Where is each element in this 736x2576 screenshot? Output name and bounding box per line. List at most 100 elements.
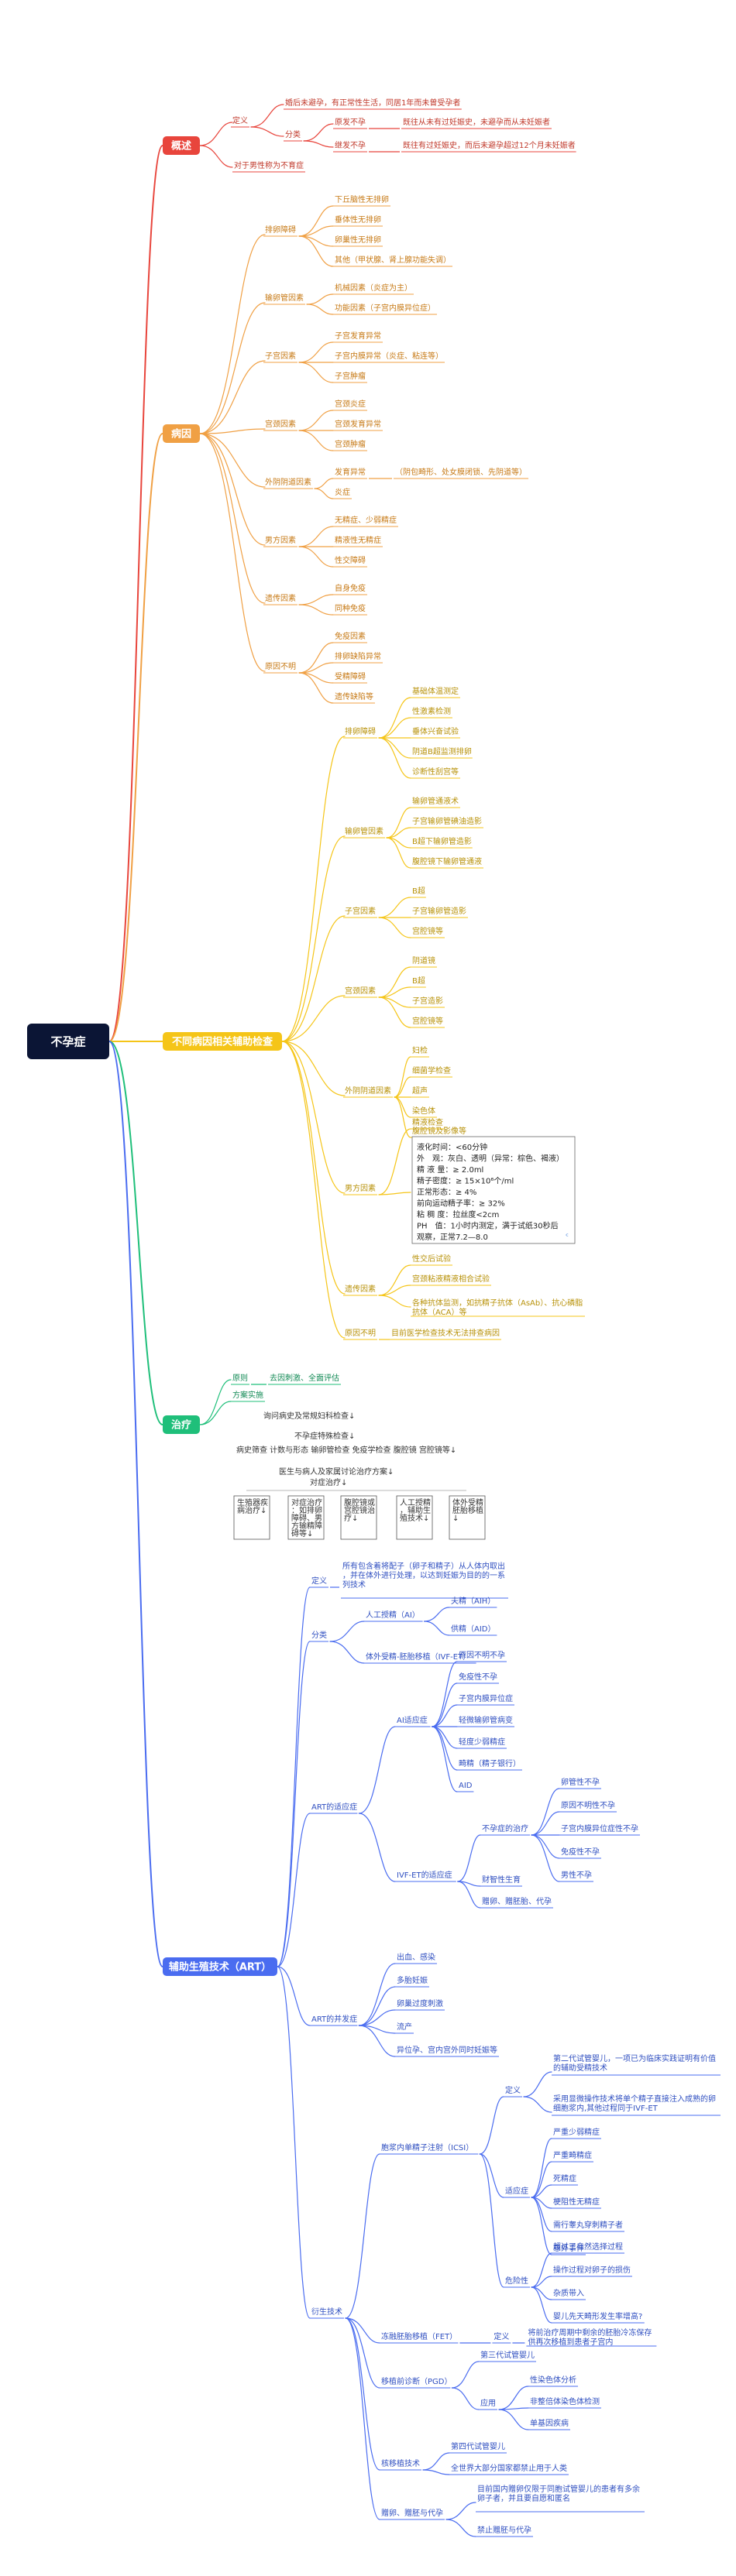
semen-row: 前向运动精子率：≥ 32%: [417, 1199, 505, 1209]
art-derived: 衍生技术: [311, 2307, 342, 2317]
bingyin-group-6: 遗传因素: [265, 593, 296, 603]
bingyin-group-5: 男方因素: [265, 535, 296, 545]
jiancha-item-4-4: 腹腔镜及影像等: [412, 1126, 466, 1136]
art-comp-0: 出血、感染: [397, 1952, 435, 1962]
art-aih: 夫精（AIH）: [451, 1596, 495, 1606]
art-ai-ind-1: 免疫性不孕: [459, 1672, 497, 1682]
bingyin-item-2-2: 子宫肿瘤: [335, 371, 366, 381]
art-icsi-ind-2: 死精症: [553, 2173, 576, 2183]
bingyin-group-2: 子宫因素: [265, 351, 296, 361]
art-icsi-safety-1: 操作过程对卵子的损伤: [553, 2265, 631, 2275]
gaishu-primary: 原发不孕: [335, 117, 366, 127]
art-ai: 人工授精（AI）: [366, 1610, 420, 1620]
jiancha-item-3-3: 宫腔镜等: [412, 1016, 443, 1026]
branch-bingyin-label: 病因: [171, 428, 191, 441]
art-icsi-ind: 适应症: [505, 2186, 528, 2196]
branch-zhiliao-label: 治疗: [171, 1419, 191, 1432]
art-ai-ind-6: AID: [459, 1782, 473, 1790]
bingyin-item-2-0: 子宫发育异常: [335, 331, 381, 341]
gaishu-cls: 分类: [285, 129, 301, 139]
art-fet-desc: 将前治疗周期中剩余的胚胎冷冻保存供再次移植到患者子宫内: [528, 2327, 652, 2347]
jiancha-yichuan: 遗传因素: [345, 1284, 376, 1294]
bingyin-group-3: 宫颈因素: [265, 419, 296, 429]
flow-box-0: 生殖器疾病治疗↓: [237, 1497, 268, 1515]
art-comp-1: 多胎妊娠: [397, 1975, 428, 1985]
jiancha-yichuan-2: 各种抗体监测，如抗精子抗体（AsAb）、抗心磷脂抗体（ACA）等: [412, 1298, 583, 1317]
bingyin-group-1: 输卵管因素: [265, 293, 304, 303]
gaishu-def: 定义: [232, 115, 248, 125]
art-pgd-app: 应用: [480, 2398, 496, 2408]
jiancha-group-0: 排卵障碍: [345, 726, 376, 736]
branch-art[interactable]: 辅助生殖技术（ART）: [163, 1957, 277, 1976]
semen-row: 外 观：灰白、透明（异常：棕色、褐液）: [417, 1154, 564, 1164]
gaishu-secondary: 继发不孕: [335, 140, 366, 150]
jiancha-unknown-0: 目前医学检查技术无法排查病因: [391, 1328, 500, 1338]
flow-box-2: 腹腔镜或宫腔镜治疗↓: [344, 1497, 375, 1523]
jiancha-item-0-0: 基础体温测定: [412, 686, 459, 696]
art-fet-def: 定义: [494, 2331, 509, 2341]
zhiliao-principle-desc: 去因刺激、全面评估: [270, 1373, 339, 1383]
jiancha-male: 男方因素: [345, 1183, 376, 1193]
jiancha-item-0-2: 垂体兴奋试验: [412, 726, 459, 736]
art-icsi-ind-0: 严重少弱精症: [553, 2127, 600, 2137]
art-fet: 冻融胚胎移植（FET）: [381, 2331, 457, 2341]
art-def: 定义: [311, 1576, 327, 1586]
root-node[interactable]: 不孕症: [27, 1024, 109, 1059]
gaishu-secondary-desc: 既往有过妊娠史，而后未避孕超过12个月未妊娠者: [403, 140, 576, 150]
art-def-desc: 所有包含着将配子（卵子和精子）从人体内取出，并在体外进行处理，以达到妊娠为目的的…: [342, 1561, 505, 1590]
bingyin-group-7: 原因不明: [265, 662, 296, 671]
art-comp-3: 流产: [397, 2022, 412, 2032]
jiancha-group-2: 子宫因素: [345, 906, 376, 916]
branch-jiancha[interactable]: 不同病因相关辅助检查: [163, 1032, 282, 1051]
art-icsi-def: 定义: [505, 2085, 521, 2095]
art-aid: 供精（AID）: [451, 1624, 496, 1634]
jiancha-item-0-4: 诊断性刮宫等: [412, 767, 459, 777]
jiancha-item-2-2: 宫腔镜等: [412, 926, 443, 936]
semen-row: 正常形态：≥ 4%: [417, 1187, 476, 1197]
branch-bingyin[interactable]: 病因: [163, 424, 200, 443]
art-ai-ind-5: 畸精（精子银行）: [459, 1758, 521, 1768]
jiancha-item-3-1: B超: [412, 976, 425, 986]
art-indication: ART的适应症: [311, 1802, 357, 1812]
jiancha-item-1-1: 子宫输卵管碘油造影: [412, 816, 482, 826]
art-comp-4: 异位孕、宫内宫外同时妊娠等: [397, 2045, 497, 2055]
flow-step2: 不孕症特殊检查↓: [294, 1431, 355, 1441]
art-ivf-sub-1: 原因不明性不孕: [561, 1800, 615, 1810]
flow-box-1: 对症治疗：如排卵障碍、男方输精障碍等↓: [291, 1497, 322, 1538]
art-pgd-app-1: 非整倍体染色体检测: [530, 2396, 600, 2406]
branch-zhiliao[interactable]: 治疗: [163, 1415, 200, 1434]
flow-step4: 医生与病人及家属讨论治疗方案↓: [279, 1466, 394, 1477]
jiancha-item-0-1: 性激素检测: [412, 706, 451, 716]
art-donor-1: 禁止赠胚与代孕: [477, 2525, 531, 2535]
art-nt-1: 全世界大部分国家都禁止用于人类: [451, 2463, 567, 2473]
flow-step1: 询问病史及常规妇科检查↓: [263, 1411, 355, 1421]
jiancha-item-2-0: B超: [412, 886, 425, 896]
gaishu-def-desc: 婚后未避孕，有正常性生活，同居1年而未曾受孕者: [285, 98, 460, 108]
bingyin-item-0-1: 垂体性无排卵: [335, 214, 381, 225]
art-icsi-ind-4: 需行睾丸穿刺精子者: [553, 2220, 623, 2230]
jiancha-item-4-2: 超声: [412, 1086, 428, 1096]
gaishu-male: 对于男性称为不育症: [234, 160, 304, 170]
semen-row: 粘 稠 度：拉丝度<2cm: [417, 1209, 499, 1219]
bingyin-group-0: 排卵障碍: [265, 225, 296, 235]
jiancha-item-4-3: 染色体: [412, 1106, 435, 1116]
jiancha-unknown: 原因不明: [345, 1329, 376, 1338]
art-icsi-def-1: 采用显微操作技术将单个精子直接注入成熟的卵细胞浆内,其他过程同于IVF-ET: [553, 2094, 716, 2113]
branch-jiancha-label: 不同病因相关辅助检查: [172, 1036, 273, 1048]
art-icsi-safety-0: 超过了自然选择过程: [553, 2242, 623, 2252]
art-ai-ind-0: 原因不明不孕: [459, 1651, 505, 1660]
jiancha-group-4: 外阴阴道因素: [345, 1086, 391, 1096]
art-nt-0: 第四代试管婴儿: [451, 2441, 505, 2451]
jiancha-group-1: 输卵管因素: [345, 826, 383, 836]
art-icsi-def-0: 第二代试管婴儿，一项已为临床实践证明有价值的辅助受精技术: [553, 2053, 716, 2073]
art-donor: 赠卵、赠胚与代孕: [381, 2508, 443, 2518]
bingyin-item-6-1: 同种免疫: [335, 603, 366, 613]
branch-gaishu[interactable]: 概述: [163, 136, 200, 155]
jiancha-item-3-2: 子宫造影: [412, 996, 443, 1006]
jiancha-item-4-1: 细菌学检查: [412, 1065, 451, 1075]
art-icsi-ind-1: 严重畸精症: [553, 2150, 592, 2160]
bingyin-item-6-0: 自身免疫: [335, 583, 366, 593]
art-donor-0: 目前国内赠卵仅限于同胞试管婴儿的患者有多余卵子者，并且要自愿和匿名: [477, 2484, 640, 2503]
